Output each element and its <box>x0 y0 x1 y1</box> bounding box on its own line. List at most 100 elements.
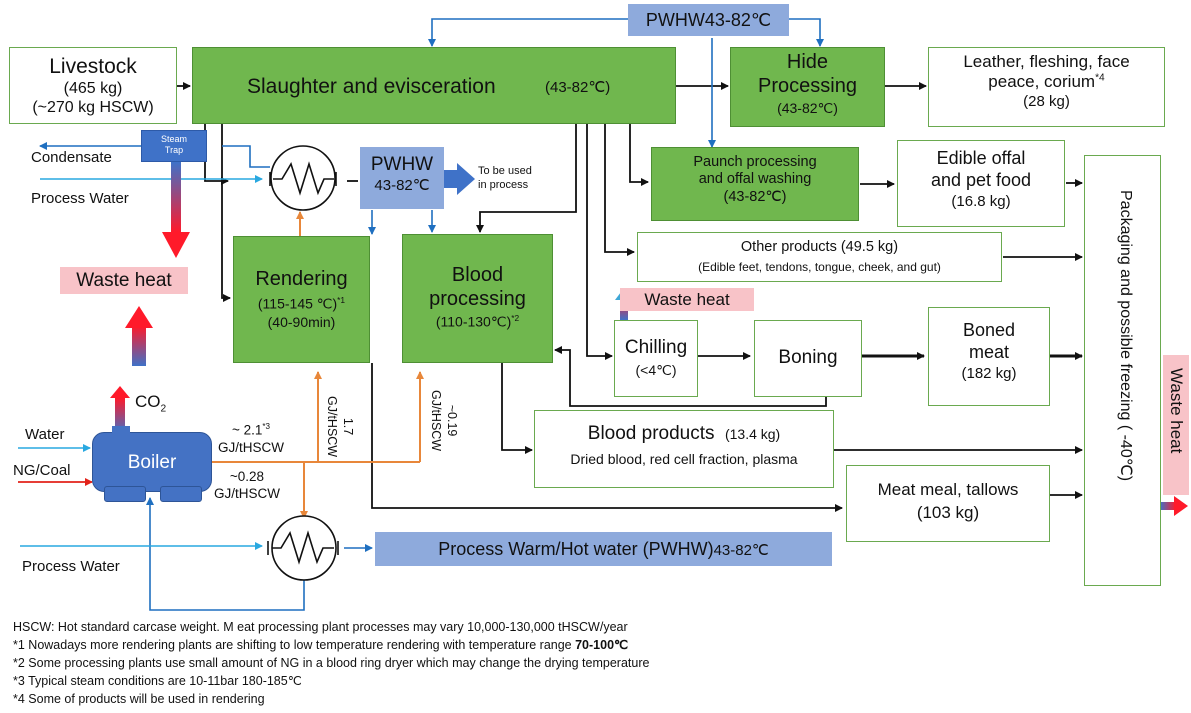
chilling-temp: (<4℃) <box>635 361 677 378</box>
blood-processing-note-ref: *2 <box>511 313 520 323</box>
steam-17-label: 1.7 GJ/tHSCW <box>324 396 356 457</box>
blood-processing-title-2: processing <box>429 288 526 310</box>
waste-heat-right-label: Waste heat <box>1167 368 1186 454</box>
blood-products-title-line: Blood products (13.4 kg) <box>535 423 833 446</box>
steam-21-unit: GJ/tHSCW <box>218 439 284 455</box>
blood-products-mass: (13.4 kg) <box>724 426 781 442</box>
livestock-title: Livestock <box>49 55 137 78</box>
boiler-foot-right <box>160 486 202 502</box>
boiler-node: Boiler <box>92 432 212 492</box>
livestock-hscw: (~270 kg HSCW) <box>32 99 154 117</box>
steam-17-unit: GJ/tHSCW <box>325 396 339 458</box>
pwhw-mid-node: PWHW 43-82℃ <box>360 147 444 209</box>
boiler-stack <box>112 426 130 436</box>
leather-line-2: peace, corium*4 <box>929 72 1164 92</box>
waste-heat-left-label: Waste heat <box>76 270 172 291</box>
packaging-node: Packaging and possible freezing ( -40℃) <box>1084 155 1161 586</box>
steam-17-value: 1.7 <box>341 417 355 436</box>
slaughter-temp: (43-82℃) <box>545 79 611 96</box>
leather-line-1: Leather, fleshing, face <box>963 52 1130 71</box>
hide-title-1: Hide <box>786 51 829 73</box>
process-water-top-label: Process Water <box>31 190 129 207</box>
waste-heat-left: Waste heat <box>60 267 188 294</box>
to-be-used-line-2: in process <box>478 179 529 191</box>
steam-028-label: ~0.28 GJ/tHSCW <box>214 468 280 502</box>
boning-title: Boning <box>778 347 838 368</box>
heat-exchanger-top-icon <box>269 145 337 211</box>
waste-heat-mid: Waste heat <box>620 288 754 311</box>
waste-heat-mid-label: Waste heat <box>644 290 730 309</box>
blood-products-title: Blood products <box>587 423 715 444</box>
to-be-used-label: To be used in process <box>478 164 532 192</box>
condensate-label: Condensate <box>31 149 112 166</box>
steam-028-unit: GJ/tHSCW <box>214 486 280 501</box>
slaughter-title: Slaughter and evisceration <box>247 75 496 98</box>
pwhw-mid-line-2: 43-82℃ <box>374 176 430 194</box>
livestock-node: Livestock (465 kg) (~270 kg HSCW) <box>9 47 177 124</box>
chilling-node: Chilling (<4℃) <box>614 320 698 397</box>
steam-21-line-1: ~ 2.1*3 <box>218 418 284 439</box>
blood-products-node: Blood products (13.4 kg) Dried blood, re… <box>534 410 834 488</box>
blood-products-detail: Dried blood, red cell fraction, plasma <box>570 450 798 467</box>
edible-offal-line-2: and pet food <box>930 169 1032 190</box>
rendering-time: (40-90min) <box>267 314 336 331</box>
blood-processing-title-1: Blood <box>451 264 504 286</box>
steam-019-unit: GJ/tHSCW <box>429 390 443 452</box>
paunch-line-2: and offal washing <box>698 171 812 188</box>
hide-title-2: Processing <box>758 75 857 97</box>
edible-offal-mass: (16.8 kg) <box>951 193 1011 211</box>
waste-heat-right: Waste heat <box>1163 355 1189 495</box>
meat-meal-node: Meat meal, tallows (103 kg) <box>846 465 1050 542</box>
edible-offal-line-1: Edible offal <box>936 148 1026 168</box>
ng-coal-label: NG/Coal <box>13 462 71 479</box>
blood-processing-temp-text: (110-130℃) <box>435 313 512 330</box>
pwhw-top-label: PWHW43-82℃ <box>645 10 772 30</box>
boiler-label: Boiler <box>127 452 177 473</box>
other-products-line-2: (Edible feet, tendons, tongue, cheek, an… <box>698 260 941 275</box>
pwhw-bottom-node: Process Warm/Hot water (PWHW)43-82℃ <box>375 532 832 566</box>
boiler-foot-left <box>104 486 146 502</box>
steam-028-value: ~0.28 <box>229 469 265 484</box>
process-water-bottom-label: Process Water <box>22 558 120 575</box>
pwhw-mid-line-1: PWHW <box>370 154 434 175</box>
edible-offal-node: Edible offal and pet food (16.8 kg) <box>897 140 1065 227</box>
freezing-waste-heat-arrow-icon <box>1160 496 1188 516</box>
heat-exchanger-bottom-icon <box>267 515 339 581</box>
rendering-title: Rendering <box>255 268 348 290</box>
other-products-node: Other products (49.5 kg) (Edible feet, t… <box>637 232 1002 282</box>
boned-meat-mass: (182 kg) <box>961 365 1017 383</box>
pwhw-bottom-temp: 43-82℃ <box>713 542 769 559</box>
rendering-note-ref: *1 <box>337 295 346 305</box>
leather-note-ref: *4 <box>1095 72 1105 84</box>
blood-processing-node: Blood processing (110-130℃)*2 <box>402 234 553 363</box>
to-be-used-line-1: To be used <box>478 165 532 177</box>
steam-019-label: ~0.19 GJ/tHSCW <box>428 390 460 451</box>
note-3: *3 Typical steam conditions are 10-11bar… <box>13 674 302 688</box>
meat-meal-line-1: Meat meal, tallows <box>877 480 1019 499</box>
hide-node: Hide Processing (43-82℃) <box>730 47 885 127</box>
leather-line-2-text: peace, corium <box>988 72 1096 92</box>
steam-019-value: ~0.19 <box>445 404 459 437</box>
steam-trap-line-2: Trap <box>164 144 184 155</box>
steam-trap-node: Steam Trap <box>141 130 207 162</box>
co2-arrow-icon <box>110 386 130 434</box>
hide-temp: (43-82℃) <box>777 100 838 116</box>
co2-label: CO2 <box>135 392 166 414</box>
rendering-node: Rendering (115-145 ℃)*1 (40-90min) <box>233 236 370 363</box>
leather-mass: (28 kg) <box>1023 92 1070 110</box>
steam-21-value: ~ 2.1 <box>231 422 263 438</box>
note-4: *4 Some of products will be used in rend… <box>13 692 265 706</box>
steam-trap-waste-arrow-icon <box>162 162 190 258</box>
other-products-line-1: Other products (49.5 kg) <box>740 239 899 255</box>
note-2: *2 Some processing plants use small amou… <box>13 656 650 670</box>
note-1-text: *1 Nowadays more rendering plants are sh… <box>13 638 576 652</box>
leather-node: Leather, fleshing, face peace, corium*4 … <box>928 47 1165 127</box>
paunch-node: Paunch processing and offal washing (43-… <box>651 147 859 221</box>
rendering-temp: (115-145 ℃)*1 <box>234 295 369 312</box>
note-hscw: HSCW: Hot standard carcase weight. M eat… <box>13 620 628 634</box>
boned-meat-node: Boned meat (182 kg) <box>928 307 1050 406</box>
slaughter-node: Slaughter and evisceration (43-82℃) <box>192 47 676 124</box>
water-label: Water <box>25 426 65 443</box>
boned-meat-line-2: meat <box>968 341 1010 362</box>
